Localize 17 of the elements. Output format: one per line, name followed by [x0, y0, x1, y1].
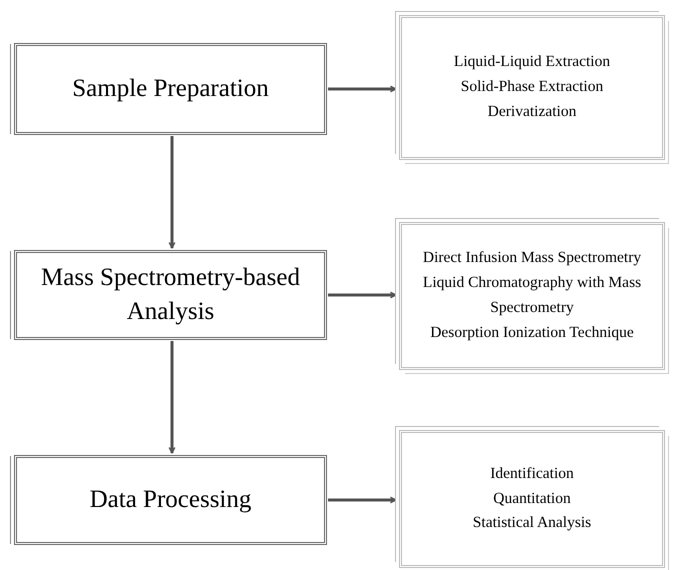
step-label: Mass Spectrometry-based Analysis [40, 263, 301, 327]
arrow [328, 292, 397, 298]
method-label: Liquid Chromatography with Mass Spectrometry [422, 273, 642, 318]
method-label: Liquid-Liquid Extraction [454, 52, 610, 72]
arrow [168, 136, 176, 249]
method-label: Desorption Ionization Technique [430, 322, 634, 343]
method-label: Identification [490, 464, 574, 484]
method-label: Statistical Analysis [472, 513, 592, 534]
method-label: Derivatization [488, 102, 576, 122]
step-label: Data Processing [90, 485, 252, 516]
arrow [328, 86, 397, 92]
method-label: Quantitation [493, 488, 571, 509]
arrow [328, 496, 397, 504]
method-label: Solid-Phase Extraction [460, 77, 604, 98]
step-label: Sample Preparation [72, 74, 269, 104]
method-label: Direct Infusion Mass Spectrometry [422, 248, 642, 268]
arrow [168, 341, 176, 454]
